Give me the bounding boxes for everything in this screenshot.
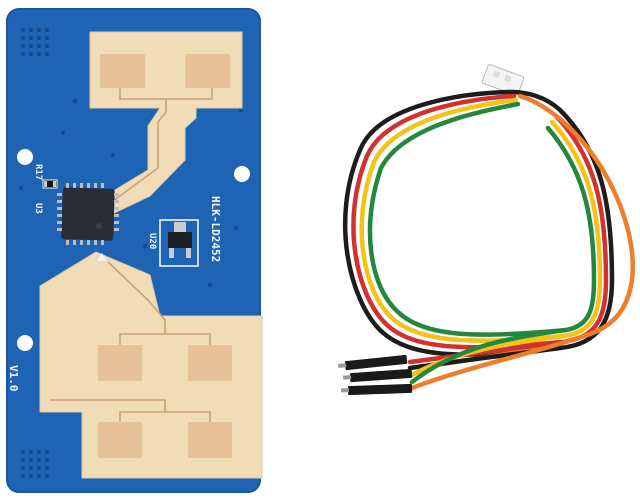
chip-ref-label: U3 [33,203,43,214]
mounting-hole-left-top [17,149,33,165]
via-grid-top [21,28,49,56]
tx-patch-left [100,54,145,88]
resistor-r17 [42,179,58,189]
tx-patch-right [185,54,230,88]
rx-patch-1 [98,345,142,381]
dupont-connectors [337,354,413,396]
rx-patch-3 [98,422,142,458]
via-grid-bottom [21,450,49,478]
wire-yellow [359,97,603,343]
scattered-vias [18,98,244,288]
board-model-label: HLK-LD2452 [209,196,222,262]
mounting-hole-right-top [234,166,250,182]
voltage-regulator [159,219,199,267]
wire-green [367,101,597,337]
rx-antenna [39,251,263,479]
wire-red [351,93,609,350]
jumper-cable [337,64,635,396]
board-version-label: V1.0 [7,365,20,392]
jst-connector [481,64,525,96]
radar-chip [57,183,119,261]
resistor-ref-label: R17 [33,164,43,180]
rx-patch-2 [188,345,232,381]
wire-orange [417,93,635,371]
rx-patch-4 [188,422,232,458]
radar-module-board: HLK-LD2452 V1.0 R17 U3 U20 [6,8,263,493]
mounting-hole-left-bottom [17,335,33,351]
regulator-ref-label: U20 [147,233,157,249]
